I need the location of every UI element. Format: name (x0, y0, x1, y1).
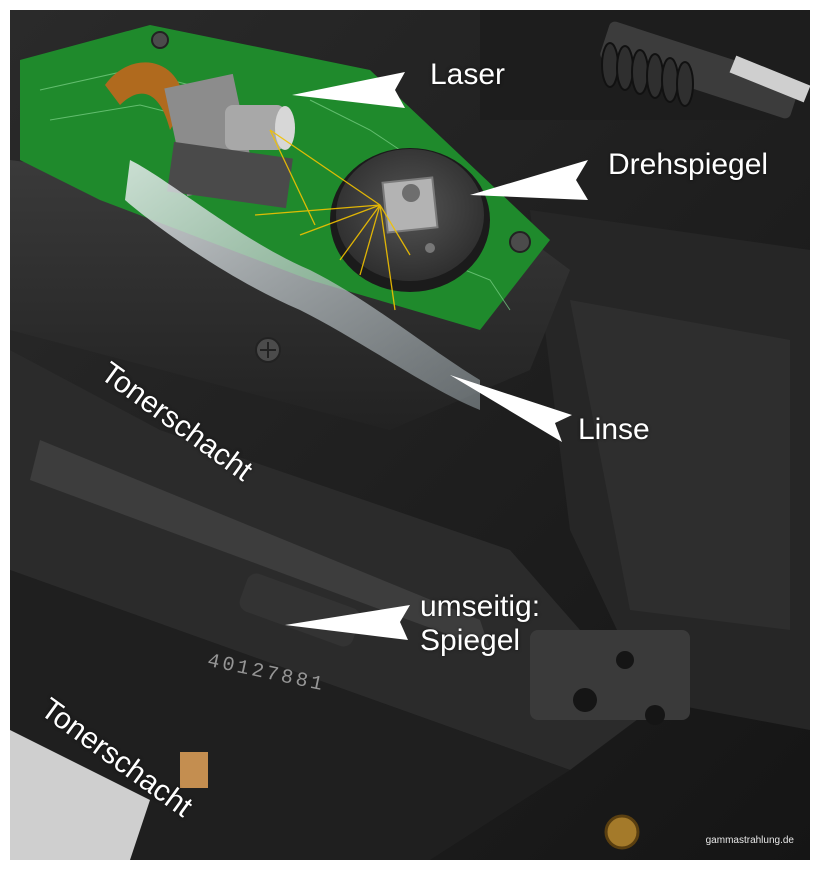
laser-beams (254, 129, 411, 311)
credit-text: gammastrahlung.de (705, 835, 794, 846)
label-laser: Laser (430, 58, 506, 91)
toner-shaft-ridge (30, 440, 490, 650)
label-linse: Linse (578, 413, 650, 446)
annotation-arrows (285, 72, 588, 640)
toner-shaft-lower (10, 570, 570, 860)
arrow-umseitig-icon (285, 605, 410, 640)
arrow-drehspiegel-icon (470, 160, 588, 200)
flex-cable (105, 62, 185, 130)
copper-contact (180, 752, 208, 788)
label-drehspiegel: Drehspiegel (608, 148, 769, 181)
arrow-linse-icon (450, 375, 572, 442)
right-housing-floor (570, 300, 790, 630)
paper-sheet (10, 730, 150, 860)
screws (151, 31, 640, 850)
photo-illustration (10, 10, 810, 860)
lens (125, 160, 480, 410)
bracket-lower-right (530, 630, 690, 725)
rotating-mirror-motor (330, 148, 490, 292)
laser-scanner-photo: 40127881 Laser Drehspiegel Linse umseiti… (10, 10, 810, 860)
roller-mechanism (480, 10, 810, 120)
laser-module (164, 73, 295, 209)
arrow-laser-icon (292, 72, 405, 108)
label-umseitig-spiegel: umseitig: Spiegel (420, 590, 541, 657)
